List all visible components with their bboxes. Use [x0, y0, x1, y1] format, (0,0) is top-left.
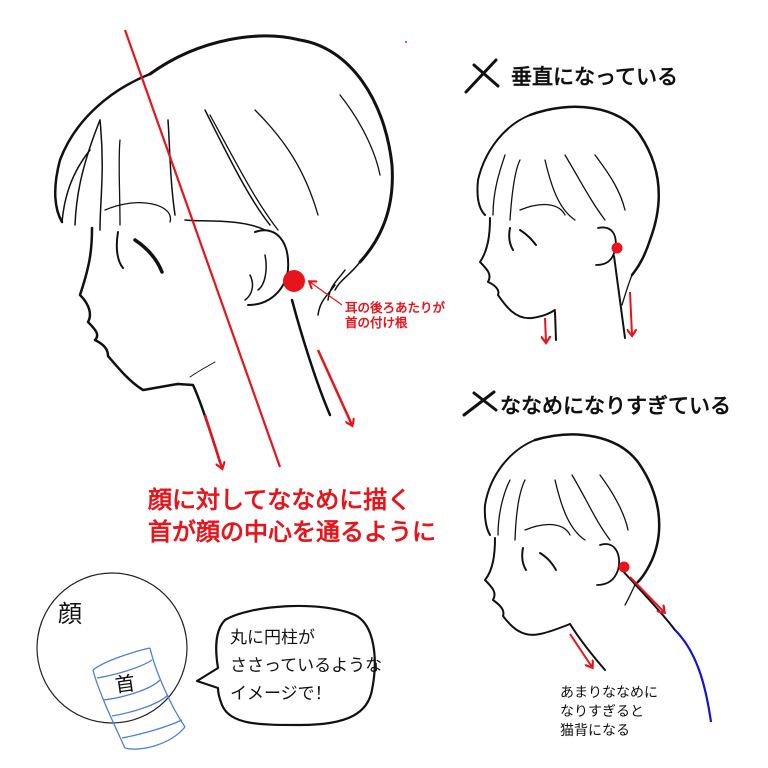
main-head-drawing [53, 34, 394, 464]
neck-base-dot [618, 561, 630, 573]
annotation-line-1: 耳の後ろあたりが [345, 300, 446, 315]
speech-bubble-text: 丸に円柱が ささっているような イメージで！ [230, 624, 382, 708]
neck-base-dot [611, 242, 623, 254]
center-guide-line [123, 29, 282, 468]
too-diagonal-example-title: ななめになりすぎている [500, 394, 731, 418]
bubble-line-3: イメージで！ [230, 684, 332, 704]
main-caption: 顔に対してななめに描く 首が顔の中心を通るように [148, 484, 436, 548]
annotation-line-2: 首の付け根 [345, 315, 408, 330]
bubble-line-1: 丸に円柱が [230, 628, 315, 648]
head-circle [36, 572, 188, 724]
hunched-back-note: あまりななめに なりすぎると 猫背になる [560, 684, 658, 741]
neck-back-arrow [630, 291, 632, 335]
caption-line-2: 首が顔の中心を通るように [148, 518, 436, 546]
note-line-3: 猫背になる [560, 723, 630, 739]
caption-line-1: 顔に対してななめに描く [148, 486, 412, 514]
hunched-back-curve [674, 629, 713, 723]
neck-cylinder [92, 647, 186, 750]
note-line-1: あまりななめに [560, 685, 658, 701]
cross-mark-icon [462, 390, 498, 417]
neck-front-arrow [569, 633, 592, 667]
neck-front-arrow [545, 317, 546, 342]
neck-back-arrow [316, 349, 352, 425]
cross-mark-icon [464, 58, 500, 94]
speech-bubble [195, 604, 376, 727]
too-diagonal-neck-head-drawing [483, 433, 676, 671]
note-line-2: なりすぎると [560, 704, 644, 720]
annotation-arrow [310, 282, 343, 306]
neck-front-arrow [203, 414, 222, 468]
neck-base-annotation: 耳の後ろあたりが 首の付け根 [345, 300, 445, 330]
bubble-line-2: ささっているような [230, 656, 383, 676]
head-label: 顔 [58, 600, 82, 628]
neck-label: 首 [113, 670, 137, 698]
neck-back-arrow [629, 576, 664, 612]
vertical-neck-head-drawing [476, 105, 660, 341]
neck-base-dot [283, 270, 305, 292]
vertical-example-title: 垂直になっている [511, 65, 678, 89]
